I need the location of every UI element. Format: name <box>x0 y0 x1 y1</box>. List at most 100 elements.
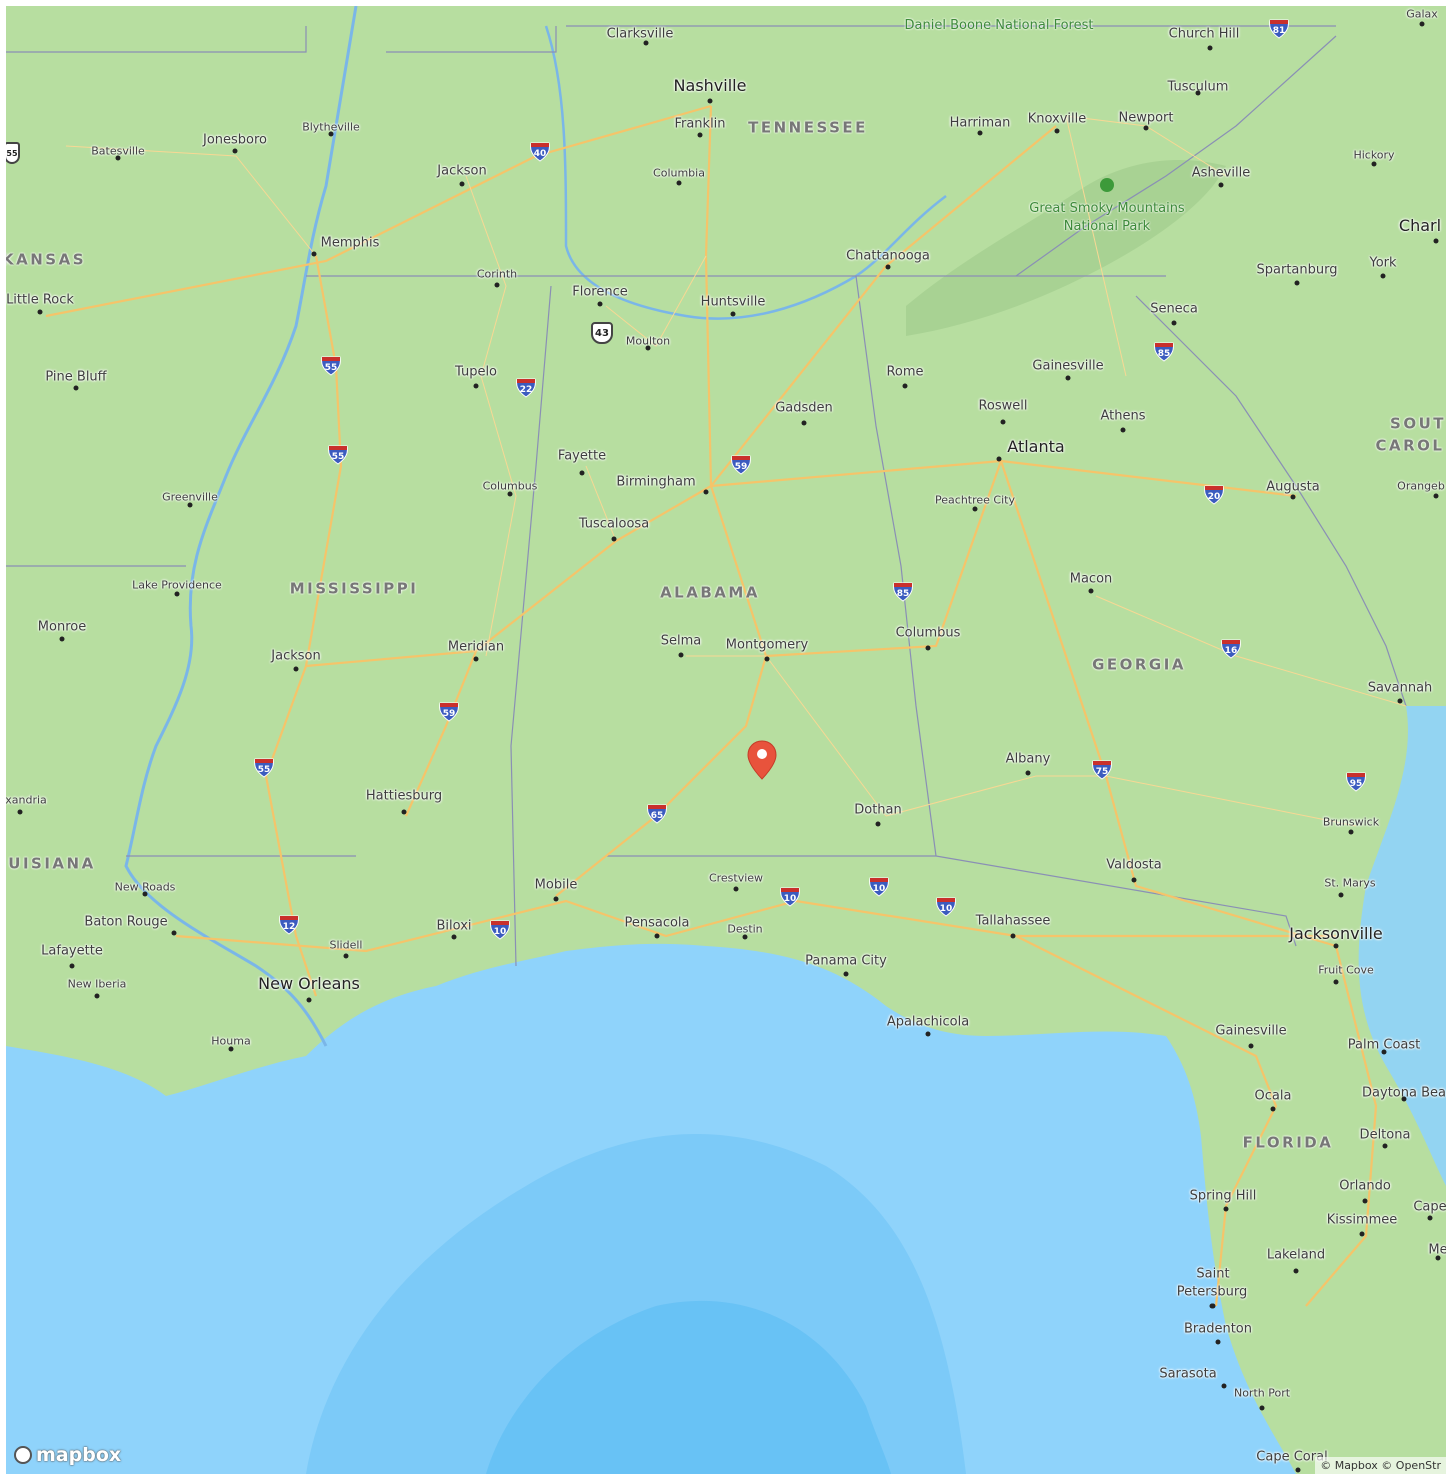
city-label-hickory[interactable]: Hickory <box>1353 148 1395 162</box>
city-label-new-iberia[interactable]: New Iberia <box>67 977 127 991</box>
map-canvas[interactable]: TENNESSEE ALABAMA MISSISSIPPI GEORGIA FL… <box>6 6 1446 1474</box>
city-label-valdosta[interactable]: Valdosta <box>1106 857 1162 873</box>
city-label-corinth[interactable]: Corinth <box>476 267 518 281</box>
city-label-fruit-cove[interactable]: Fruit Cove <box>1318 963 1374 977</box>
city-label-pine-bluff[interactable]: Pine Bluff <box>45 369 107 385</box>
city-label-gainesville[interactable]: Gainesville <box>1215 1023 1287 1039</box>
city-label-moulton[interactable]: Moulton <box>625 334 671 348</box>
city-label-franklin[interactable]: Franklin <box>674 116 726 132</box>
city-label-harriman[interactable]: Harriman <box>949 115 1011 131</box>
city-label-gainesville[interactable]: Gainesville <box>1032 358 1104 374</box>
city-label-st-marys[interactable]: St. Marys <box>1324 876 1376 890</box>
city-label-spartanburg[interactable]: Spartanburg <box>1256 262 1338 278</box>
city-label-savannah[interactable]: Savannah <box>1367 680 1433 696</box>
mapbox-logo[interactable]: mapbox <box>14 1444 121 1466</box>
city-label-newport[interactable]: Newport <box>1118 110 1174 126</box>
city-label-gadsden[interactable]: Gadsden <box>775 400 833 416</box>
city-label-saint[interactable]: Saint <box>1196 1266 1230 1282</box>
city-label-biloxi[interactable]: Biloxi <box>436 918 472 934</box>
city-label-columbus[interactable]: Columbus <box>482 479 538 493</box>
city-label-lake-providence[interactable]: Lake Providence <box>132 578 222 592</box>
city-label-atlanta[interactable]: Atlanta <box>1007 437 1065 456</box>
city-label-nashville[interactable]: Nashville <box>673 76 747 95</box>
city-label-mobile[interactable]: Mobile <box>534 877 578 893</box>
city-label-seneca[interactable]: Seneca <box>1150 301 1198 317</box>
city-label-jacksonville[interactable]: Jacksonville <box>1289 924 1383 943</box>
city-label-galax[interactable]: Galax <box>1406 7 1438 21</box>
city-label-birmingham[interactable]: Birmingham <box>616 474 696 490</box>
city-label-ocala[interactable]: Ocala <box>1254 1088 1292 1104</box>
city-label-jackson[interactable]: Jackson <box>271 648 321 664</box>
city-label-batesville[interactable]: Batesville <box>91 144 145 158</box>
city-label-deltona[interactable]: Deltona <box>1359 1127 1411 1143</box>
city-label-asheville[interactable]: Asheville <box>1191 165 1251 181</box>
city-label-bradenton[interactable]: Bradenton <box>1183 1321 1253 1337</box>
city-label-florence[interactable]: Florence <box>572 284 628 300</box>
city-label-tusculum[interactable]: Tusculum <box>1167 79 1229 95</box>
city-label-albany[interactable]: Albany <box>1005 751 1051 767</box>
city-label-slidell[interactable]: Slidell <box>329 938 363 952</box>
city-label-tuscaloosa[interactable]: Tuscaloosa <box>578 516 650 532</box>
city-label-panama-city[interactable]: Panama City <box>805 953 887 969</box>
city-label-church-hill[interactable]: Church Hill <box>1168 26 1240 42</box>
city-label-knoxville[interactable]: Knoxville <box>1027 111 1087 127</box>
city-label-houma[interactable]: Houma <box>211 1034 251 1048</box>
city-label-spring-hill[interactable]: Spring Hill <box>1189 1188 1257 1204</box>
city-label-macon[interactable]: Macon <box>1069 571 1113 587</box>
city-label-tupelo[interactable]: Tupelo <box>454 364 498 380</box>
city-label-pensacola[interactable]: Pensacola <box>624 915 690 931</box>
city-label-lakeland[interactable]: Lakeland <box>1266 1247 1326 1263</box>
city-label-meridian[interactable]: Meridian <box>447 639 505 655</box>
city-label-xandria[interactable]: xandria <box>6 793 47 807</box>
city-label-tallahassee[interactable]: Tallahassee <box>975 913 1051 929</box>
city-label-augusta[interactable]: Augusta <box>1266 479 1320 495</box>
city-label-fayette[interactable]: Fayette <box>557 448 607 464</box>
city-label-kissimmee[interactable]: Kissimmee <box>1326 1212 1398 1228</box>
city-label-clarksville[interactable]: Clarksville <box>606 26 674 42</box>
city-label-daytona-bea[interactable]: Daytona Bea <box>1362 1085 1446 1101</box>
city-label-jackson[interactable]: Jackson <box>437 163 487 179</box>
city-label-apalachicola[interactable]: Apalachicola <box>886 1014 970 1030</box>
city-label-cape[interactable]: Cape <box>1413 1199 1446 1215</box>
city-label-new-roads[interactable]: New Roads <box>114 880 176 894</box>
city-label-rome[interactable]: Rome <box>886 364 924 380</box>
city-label-peachtree-city[interactable]: Peachtree City <box>935 493 1015 507</box>
city-label-charl[interactable]: Charl <box>1398 216 1442 235</box>
city-label-montgomery[interactable]: Montgomery <box>725 637 809 653</box>
city-label-destin[interactable]: Destin <box>727 922 763 936</box>
city-dot <box>451 934 457 940</box>
map-attribution[interactable]: © Mapbox © OpenStr <box>1315 1457 1446 1474</box>
city-label-jonesboro[interactable]: Jonesboro <box>202 132 268 148</box>
city-label-me[interactable]: Me <box>1428 1242 1446 1258</box>
city-label-roswell[interactable]: Roswell <box>978 398 1028 414</box>
city-label-huntsville[interactable]: Huntsville <box>700 294 766 310</box>
city-label-selma[interactable]: Selma <box>660 633 702 649</box>
city-label-dothan[interactable]: Dothan <box>854 802 902 818</box>
city-label-palm-coast[interactable]: Palm Coast <box>1347 1037 1421 1053</box>
city-dot <box>1381 1049 1387 1055</box>
city-label-blytheville[interactable]: Blytheville <box>302 120 360 134</box>
city-label-little-rock[interactable]: Little Rock <box>6 292 74 308</box>
city-label-new-orleans[interactable]: New Orleans <box>258 974 360 993</box>
interstate-shield-number: 55 <box>331 451 345 462</box>
city-label-sarasota[interactable]: Sarasota <box>1159 1366 1217 1382</box>
city-label-lafayette[interactable]: Lafayette <box>41 943 103 959</box>
city-label-north-port[interactable]: North Port <box>1233 1386 1291 1400</box>
city-label-monroe[interactable]: Monroe <box>37 619 87 635</box>
city-label-memphis[interactable]: Memphis <box>320 235 380 251</box>
city-label-greenville[interactable]: Greenville <box>162 490 218 504</box>
city-label-cape-coral[interactable]: Cape Coral <box>1256 1449 1328 1465</box>
city-label-columbus[interactable]: Columbus <box>895 625 961 641</box>
city-label-chattanooga[interactable]: Chattanooga <box>846 248 930 264</box>
city-label-athens[interactable]: Athens <box>1100 408 1146 424</box>
city-label-columbia[interactable]: Columbia <box>653 166 705 180</box>
city-label-hattiesburg[interactable]: Hattiesburg <box>365 788 443 804</box>
city-label-crestview[interactable]: Crestview <box>708 871 764 885</box>
city-label-petersburg[interactable]: Petersburg <box>1176 1284 1248 1300</box>
city-label-york[interactable]: York <box>1369 255 1397 271</box>
city-label-baton-rouge[interactable]: Baton Rouge <box>84 914 168 930</box>
city-dot <box>1131 877 1137 883</box>
city-label-orangeb[interactable]: Orangeb <box>1397 479 1445 493</box>
city-label-brunswick[interactable]: Brunswick <box>1322 815 1380 829</box>
city-label-orlando[interactable]: Orlando <box>1339 1178 1391 1194</box>
